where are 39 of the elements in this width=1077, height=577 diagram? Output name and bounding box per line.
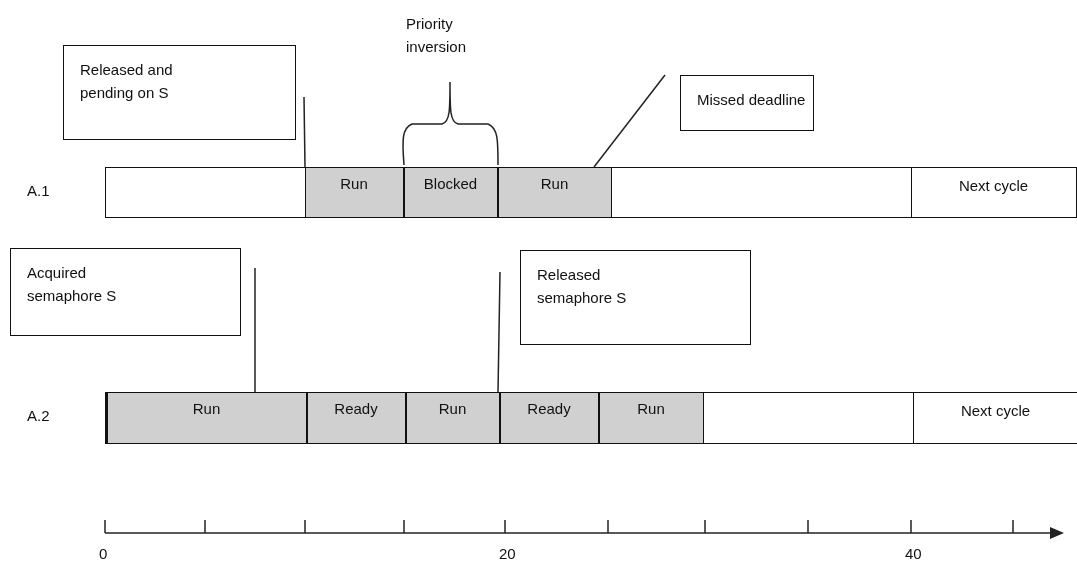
state-label: Ready	[333, 398, 379, 419]
row-label: A.2	[27, 406, 50, 426]
state-segment	[106, 391, 307, 444]
state-label: Next cycle	[957, 175, 1030, 196]
state-label: Run	[191, 398, 222, 419]
leader-line	[303, 96, 306, 168]
state-segment	[304, 166, 404, 218]
callout-box	[10, 248, 241, 336]
callout-box	[680, 75, 814, 131]
axis-tick-label: 40	[905, 544, 922, 564]
axis-tick-label: 0	[99, 544, 108, 564]
callout-text: Acquired semaphore S	[27, 263, 118, 307]
state-label: Ready	[526, 398, 572, 419]
row-label: A.1	[27, 181, 50, 201]
leader-line	[254, 267, 256, 393]
callout-text: Missed deadline	[697, 90, 807, 110]
state-label: Blocked	[422, 173, 479, 194]
callout-box	[63, 45, 296, 140]
leader-line	[497, 271, 501, 393]
state-label: Run	[539, 173, 570, 194]
state-label: Run	[437, 398, 468, 419]
state-segment	[497, 166, 612, 218]
state-segment	[598, 391, 704, 444]
state-label: Run	[636, 398, 666, 419]
callout-text: Released and pending on S	[80, 60, 174, 104]
annotation-text: Priority inversion	[406, 14, 468, 58]
state-segment	[405, 391, 500, 444]
state-label: Run	[339, 173, 369, 194]
callout-box	[520, 250, 751, 345]
state-segment	[403, 166, 498, 218]
callout-text: Released semaphore S	[537, 265, 628, 309]
timeline-bar	[105, 167, 1077, 218]
timeline-bar	[105, 392, 1077, 444]
state-label: Next cycle	[959, 400, 1032, 421]
axis-tick-label: 20	[499, 544, 516, 564]
leader-line	[593, 74, 666, 168]
state-segment	[306, 391, 406, 444]
state-segment	[499, 391, 599, 444]
next-cycle-segment	[912, 391, 1077, 444]
